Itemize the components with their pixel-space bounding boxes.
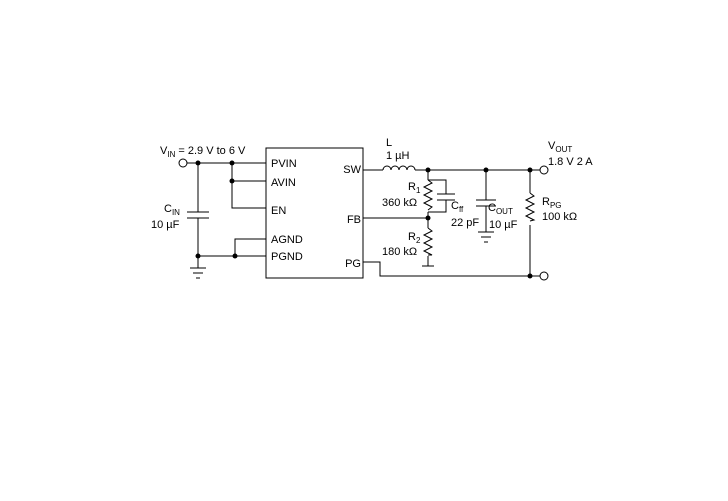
cout-value: 10 µF — [489, 219, 518, 231]
cff-capacitor — [437, 193, 455, 201]
pin-label-fb: FB — [347, 214, 361, 226]
rpg-resistor — [524, 192, 536, 222]
r1-value: 360 kΩ — [382, 197, 417, 209]
output-wiring — [363, 169, 540, 277]
vin-label: VIN = 2.9 V to 6 V — [160, 145, 246, 159]
pin-label-sw: SW — [343, 164, 361, 176]
pg-output-terminal — [539, 271, 549, 281]
pin-label-pgnd: PGND — [271, 251, 303, 263]
r2-value: 180 kΩ — [382, 246, 417, 258]
cout-ground-symbol — [478, 231, 494, 243]
vin-terminal — [178, 158, 188, 168]
pin-label-avin: AVIN — [271, 177, 296, 189]
rpg-value: 100 kΩ — [542, 211, 577, 223]
ic-body — [265, 147, 364, 279]
cin-value: 10 µF — [151, 219, 180, 231]
r1-resistor — [422, 179, 434, 211]
pin-label-en: EN — [271, 205, 286, 217]
pin-label-pvin: PVIN — [271, 158, 297, 170]
junction-dot — [232, 253, 238, 259]
rpg-label: RPG — [542, 196, 562, 210]
junction-dot — [483, 167, 489, 173]
input-ground-symbol — [190, 267, 206, 279]
vout-label: VOUT — [548, 140, 572, 154]
cin-label: CIN — [164, 203, 180, 217]
junction-dot — [527, 273, 533, 279]
junction-dot — [195, 160, 201, 166]
junction-dot — [425, 167, 431, 173]
vout-value: 1.8 V 2 A — [548, 156, 593, 168]
cout-capacitor — [476, 199, 496, 207]
junction-dot — [229, 160, 235, 166]
r1-label: R1 — [408, 181, 421, 195]
inductor-value: 1 µH — [386, 150, 410, 162]
r2-resistor — [422, 227, 434, 256]
junction-dot — [229, 178, 235, 184]
cff-label: Cff — [451, 200, 464, 214]
inductor-name: L — [386, 137, 392, 149]
vout-terminal — [539, 165, 549, 175]
inductor-coil — [382, 165, 416, 171]
junction-dot — [195, 253, 201, 259]
cin-capacitor — [187, 211, 209, 219]
junction-dot — [425, 215, 431, 221]
cout-label: COUT — [488, 202, 513, 216]
pin-label-pg: PG — [345, 258, 361, 270]
vin-wiring — [187, 162, 266, 268]
cff-value: 22 pF — [451, 217, 479, 229]
r2-label: R2 — [408, 231, 421, 245]
junction-dot — [527, 167, 533, 173]
pin-label-agnd: AGND — [271, 234, 303, 246]
